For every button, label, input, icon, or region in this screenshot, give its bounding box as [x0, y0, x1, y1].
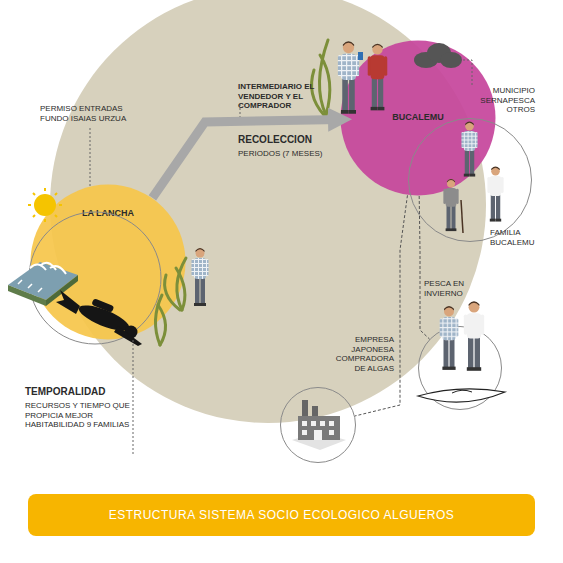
harvest-period: PERIODOS (7 MESES)	[238, 149, 348, 159]
node-circle	[419, 327, 502, 410]
seaweed-frond	[312, 70, 324, 115]
people	[192, 41, 504, 371]
node-label: EMPRESA JAPONESA COMPRADORA DE ALGAS	[324, 335, 394, 373]
harvest-arrow	[152, 119, 340, 197]
factory	[292, 400, 346, 450]
node-outline	[30, 184, 186, 340]
bucalemu-circle: BUCALEMU	[340, 40, 496, 196]
node-outline	[408, 118, 532, 242]
node-circle	[31, 185, 186, 340]
intermediary-note: INTERMEDIARIO EL VENDEDOR Y EL COMPRADOR	[238, 82, 338, 111]
seaweed-frond	[319, 40, 328, 115]
door	[314, 430, 322, 440]
window	[329, 421, 334, 426]
factory-chimney	[312, 406, 318, 416]
node-circle	[341, 41, 496, 196]
diagram-title: ESTRUCTURA SISTEMA SOCIO ECOLOGICO ALGUE…	[109, 508, 455, 522]
node-label: BUCALEMU	[360, 112, 476, 123]
person	[464, 301, 484, 371]
lancha-circle: LA LANCHA	[30, 184, 186, 340]
node-circle	[409, 119, 532, 242]
person	[487, 166, 503, 221]
temporality-heading: TEMPORALIDAD	[25, 386, 135, 398]
factory-base	[292, 432, 346, 450]
person	[192, 248, 209, 306]
fishing-circle: PESCA EN INVIERNO	[418, 326, 502, 410]
seaweed-frond	[320, 55, 330, 115]
factory-chimney	[302, 400, 308, 416]
window	[320, 421, 325, 426]
family-circle: FAMILIA BUCALEMU	[408, 118, 532, 242]
node-outline	[280, 387, 356, 463]
harvest-heading: RECOLECCION	[238, 134, 348, 146]
company-circle: EMPRESA JAPONESA COMPRADORA DE ALGAS	[280, 387, 356, 463]
title-band: ESTRUCTURA SISTEMA SOCIO ECOLOGICO ALGUE…	[28, 494, 535, 536]
node-outline	[418, 326, 502, 410]
cane	[461, 200, 463, 233]
window	[329, 430, 334, 435]
kayak	[418, 389, 505, 402]
leader-line	[133, 340, 134, 455]
node-circle	[281, 388, 356, 463]
window	[302, 430, 307, 435]
node-label: PESCA EN INVIERNO	[424, 279, 476, 298]
permit-note: PERMISO ENTRADAS FUNDO ISAIAS URZUA	[40, 104, 135, 123]
phone	[358, 52, 363, 60]
factory-building	[298, 416, 340, 440]
person	[440, 306, 459, 370]
node-label: LA LANCHA	[50, 208, 166, 219]
leader-line	[90, 128, 91, 186]
leader-connector	[355, 195, 408, 416]
factory-windows	[302, 421, 334, 440]
window	[311, 421, 316, 426]
kayak-hull	[418, 389, 505, 402]
institutions-note: MUNICIPIO SERNAPESCA OTROS	[475, 86, 535, 115]
temporality-body: RECURSOS Y TIEMPO QUE PROPICIA MEJOR HAB…	[25, 401, 133, 430]
window	[302, 421, 307, 426]
node-label: FAMILIA BUCALEMU	[490, 228, 542, 247]
kayak-cockpit	[452, 390, 472, 393]
